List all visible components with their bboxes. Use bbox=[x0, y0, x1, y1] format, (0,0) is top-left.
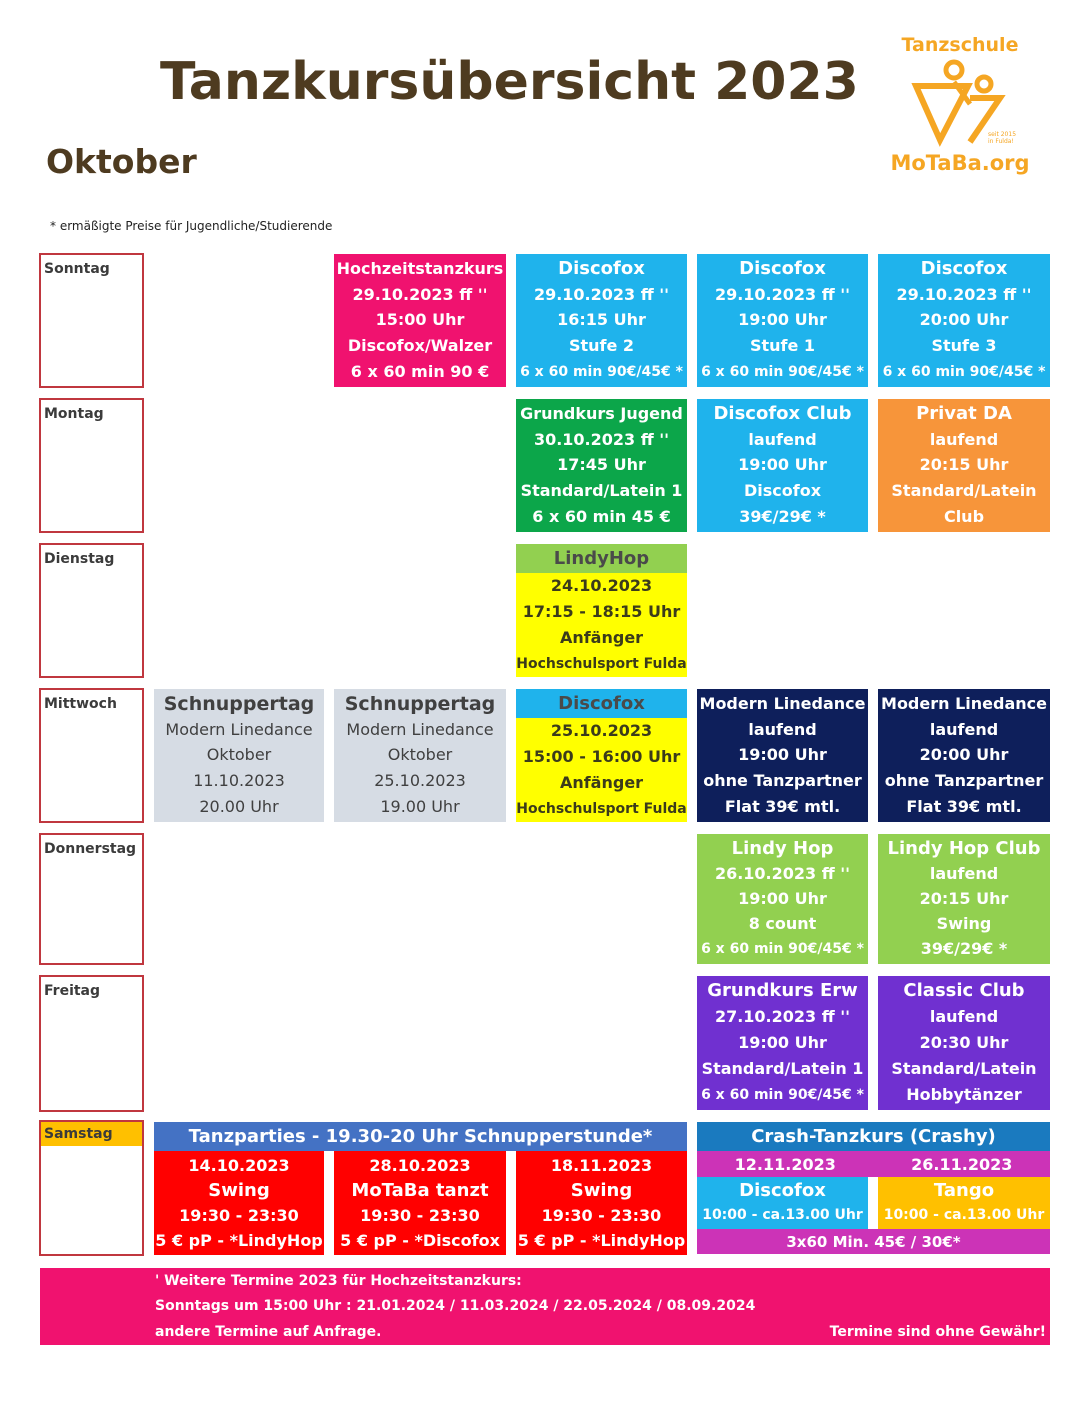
crash-course-price: 3x60 Min. 45€ / 30€* bbox=[697, 1229, 1050, 1254]
footer-line-3: andere Termine auf Anfrage. bbox=[155, 1324, 382, 1340]
crash-course-dates: 12.11.2023 26.11.2023 bbox=[697, 1151, 1050, 1177]
dancers-icon bbox=[911, 59, 1006, 147]
day-dienstag: Dienstag bbox=[39, 543, 144, 678]
page-title: Tanzkursübersicht 2023 bbox=[160, 52, 859, 112]
day-montag: Montag bbox=[39, 398, 144, 533]
parties-header: Tanzparties - 19.30-20 Uhr Schnupperstun… bbox=[154, 1122, 687, 1151]
logo-tagline: seit 2015 in Fulda! bbox=[988, 131, 1017, 145]
day-donnerstag: Donnerstag bbox=[39, 833, 144, 965]
motaba-logo[interactable]: Tanzschule seit 2015 in Fulda! MoTaBa.or… bbox=[880, 30, 1040, 185]
footer-line-2: Sonntags um 15:00 Uhr : 21.01.2024 / 11.… bbox=[155, 1298, 756, 1314]
day-mittwoch: Mittwoch bbox=[39, 688, 144, 823]
day-samstag: Samstag bbox=[39, 1120, 144, 1256]
footer-line-1: ' Weitere Termine 2023 für Hochzeitstanz… bbox=[155, 1273, 522, 1289]
footer-banner: ' Weitere Termine 2023 für Hochzeitstanz… bbox=[40, 1268, 1050, 1345]
logo-text-bottom: MoTaBa.org bbox=[890, 151, 1030, 175]
logo-text-top: Tanzschule bbox=[901, 34, 1019, 56]
day-freitag: Freitag bbox=[39, 975, 144, 1112]
price-footnote: * ermäßigte Preise für Jugendliche/Studi… bbox=[50, 219, 333, 233]
footer-disclaimer: Termine sind ohne Gewähr! bbox=[829, 1324, 1046, 1340]
day-sonntag: Sonntag bbox=[39, 253, 144, 388]
month-heading: Oktober bbox=[46, 142, 197, 181]
crash-course-header: Crash-Tanzkurs (Crashy) bbox=[697, 1122, 1050, 1151]
